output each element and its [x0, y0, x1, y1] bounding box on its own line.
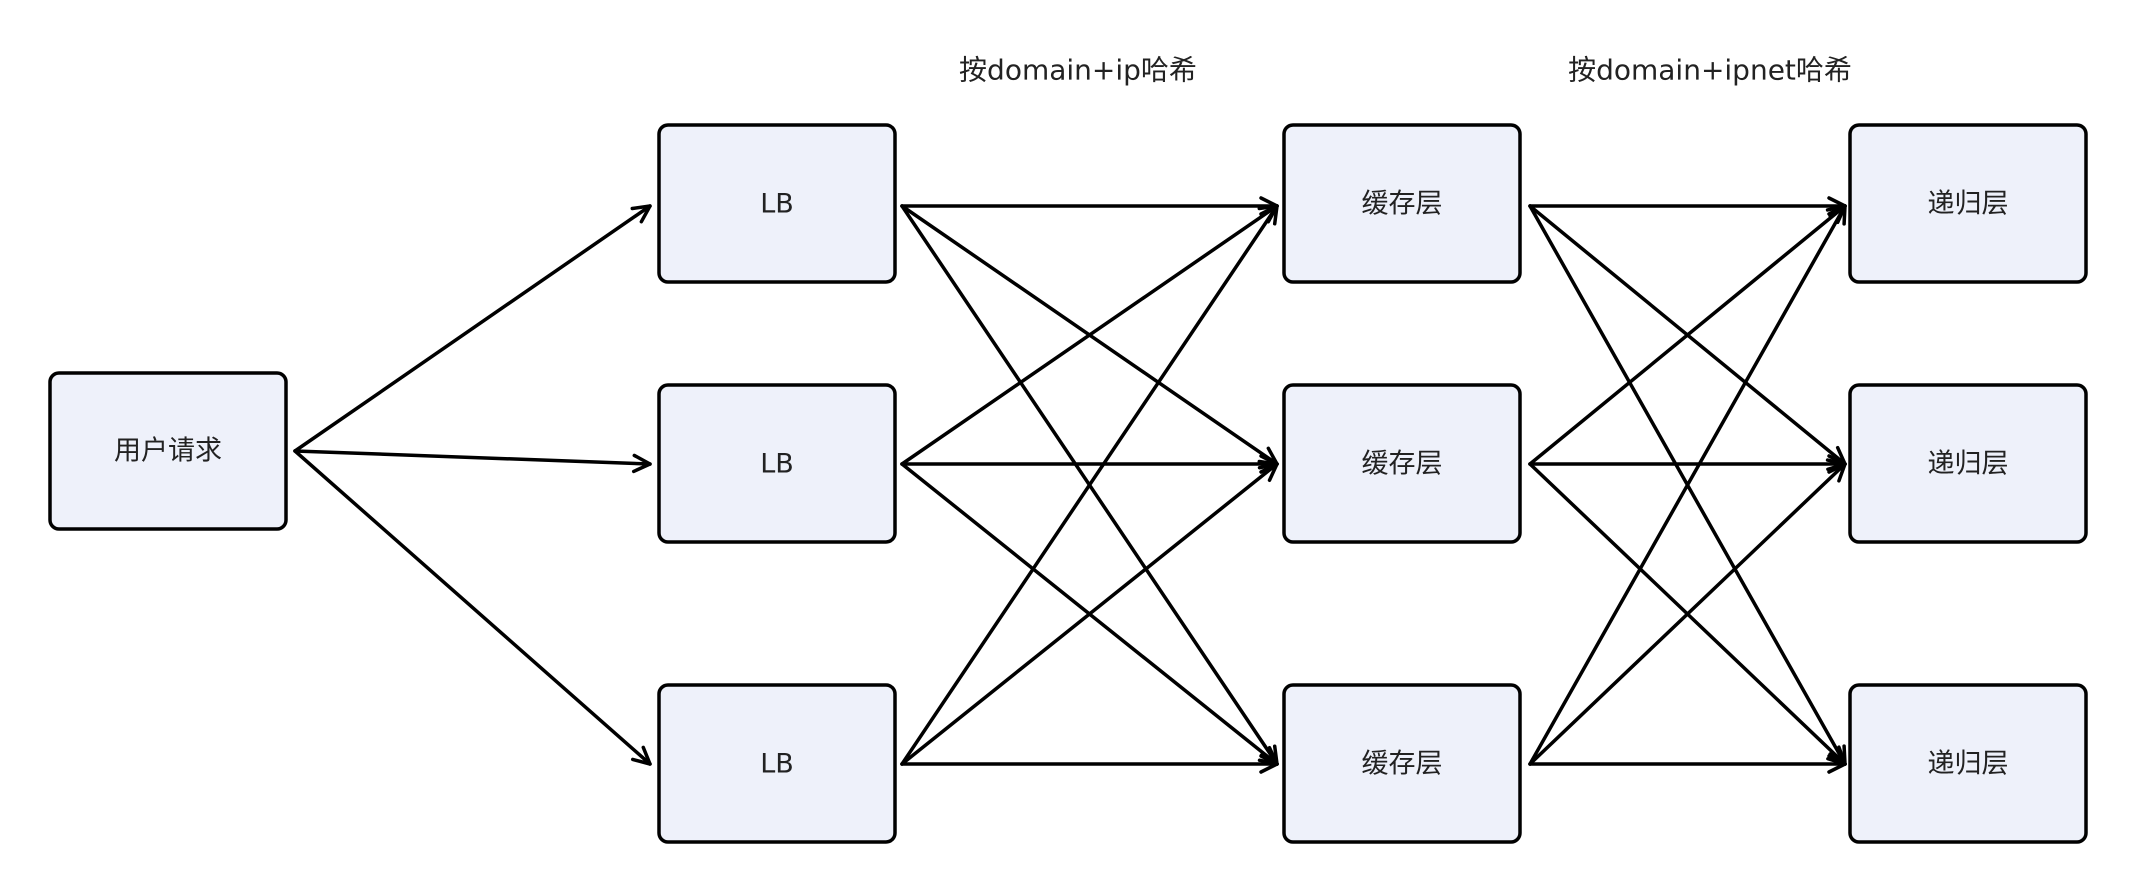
- node-recursive-3-label: 递归层: [1928, 749, 2009, 780]
- node-lb-1-label: LB: [760, 189, 794, 220]
- node-cache-3[interactable]: 缓存层: [1282, 683, 1522, 844]
- edge-cache-2-to-recursive-0: [1528, 204, 1847, 766]
- node-recursive-2-label: 递归层: [1928, 449, 2009, 480]
- edge-cache-2-to-recursive-1: [1528, 462, 1847, 766]
- node-user-request[interactable]: 用户请求: [48, 371, 288, 531]
- node-lb-2[interactable]: LB: [657, 383, 897, 544]
- node-recursive-1-label: 递归层: [1928, 189, 2009, 220]
- node-cache-2-label: 缓存层: [1362, 449, 1443, 480]
- stage-label-cache-to-recursive: 按domain+ipnet哈希: [1568, 54, 1852, 87]
- node-lb-1[interactable]: LB: [657, 123, 897, 284]
- node-cache-1-label: 缓存层: [1362, 189, 1443, 220]
- node-lb-2-label: LB: [760, 449, 794, 480]
- edge-lb-2-to-cache-0: [900, 204, 1279, 766]
- node-cache-2[interactable]: 缓存层: [1282, 383, 1522, 544]
- edges: [293, 196, 1847, 774]
- edge-lb-1-to-cache-0: [900, 204, 1279, 466]
- stage-label-lb-to-cache: 按domain+ip哈希: [959, 54, 1197, 87]
- node-user-request-label: 用户请求: [114, 436, 222, 467]
- node-recursive-2[interactable]: 递归层: [1848, 383, 2088, 544]
- edge-cache-1-to-recursive-0: [1528, 204, 1847, 466]
- node-lb-3[interactable]: LB: [657, 683, 897, 844]
- edge-user-to-lb-0: [293, 204, 652, 453]
- edge-user-to-lb-1: [293, 449, 652, 474]
- edge-user-to-lb-2: [293, 449, 652, 766]
- node-recursive-1[interactable]: 递归层: [1848, 123, 2088, 284]
- edge-lb-2-to-cache-1: [900, 462, 1279, 766]
- node-recursive-3[interactable]: 递归层: [1848, 683, 2088, 844]
- node-cache-1[interactable]: 缓存层: [1282, 123, 1522, 284]
- node-lb-3-label: LB: [760, 749, 794, 780]
- node-cache-3-label: 缓存层: [1362, 749, 1443, 780]
